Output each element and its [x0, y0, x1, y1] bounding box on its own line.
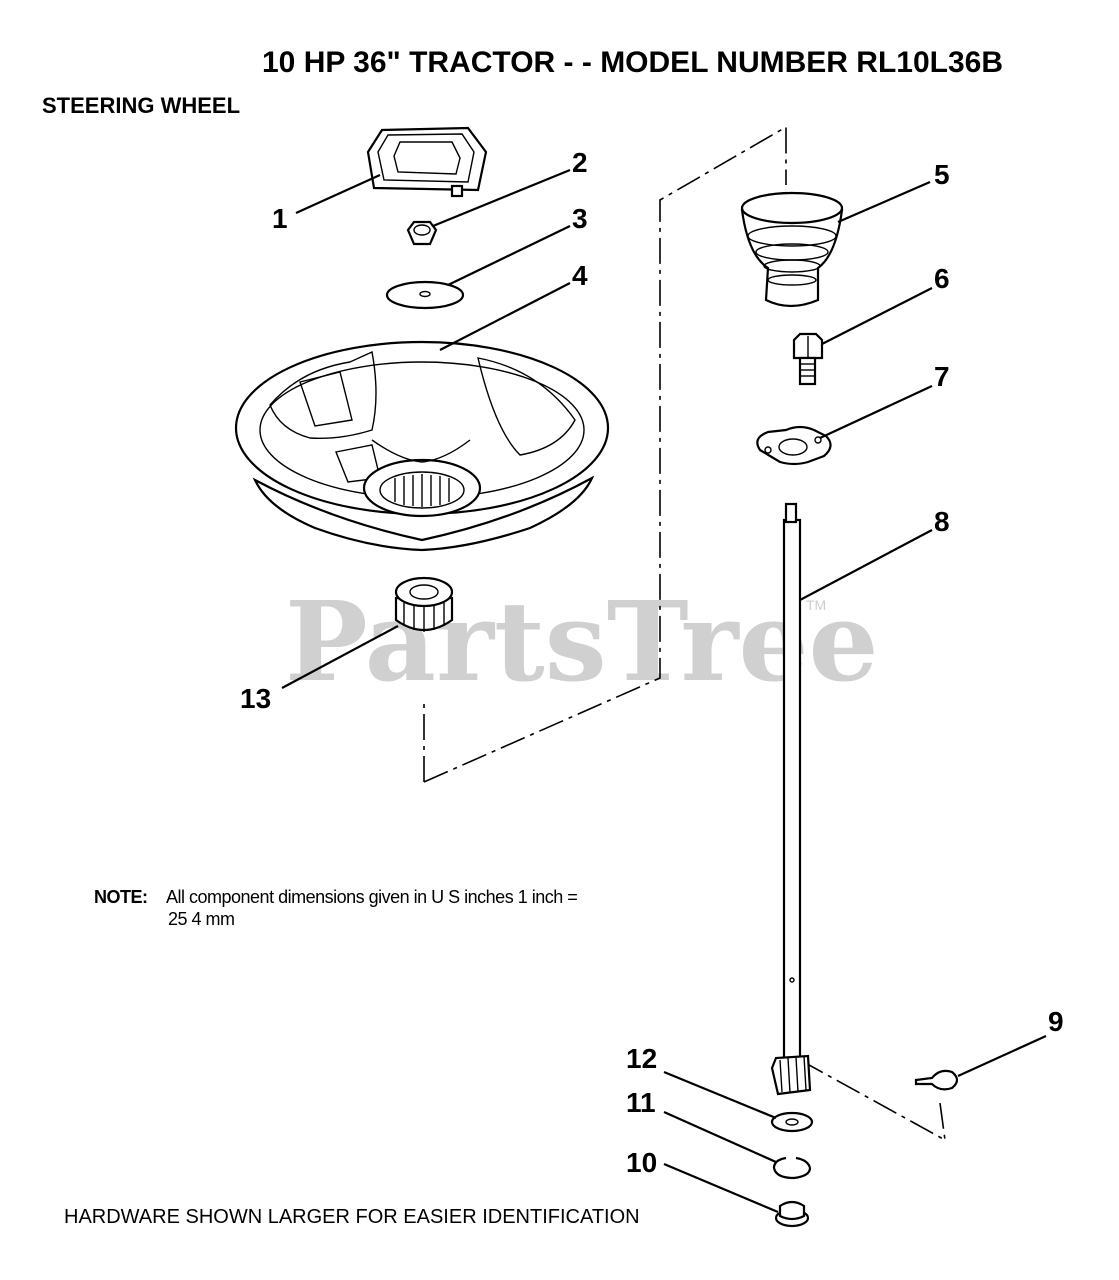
callout-9: 9: [1048, 1006, 1064, 1037]
callout-13: 13: [240, 683, 271, 714]
callout-4: 4: [572, 260, 588, 291]
steering-shaft-icon: [770, 502, 812, 1096]
steering-wheel-icon: [234, 340, 610, 552]
footer-text: HARDWARE SHOWN LARGER FOR EASIER IDENTIF…: [64, 1206, 640, 1228]
callout-8: 8: [934, 506, 950, 537]
callout-5: 5: [934, 159, 950, 190]
flange-bushing-icon: [756, 425, 832, 466]
callout-2: 2: [572, 147, 588, 178]
assembly-lines: [423, 125, 946, 1141]
washer-icon: [385, 280, 465, 310]
cap-nut-icon: [774, 1200, 810, 1228]
callout-11: 11: [626, 1087, 656, 1118]
hex-nut-icon: [406, 220, 438, 246]
splined-adapter-icon: [394, 576, 454, 632]
watermark: PartsTree: [285, 577, 879, 706]
hex-bolt-icon: [792, 332, 824, 386]
key-icon: [914, 1069, 959, 1091]
note-line-2: 25 4 mm: [168, 909, 235, 929]
pinion-gear-icon: [770, 1054, 812, 1096]
callout-1: 1: [272, 203, 288, 234]
snap-ring-icon: [772, 1156, 812, 1180]
callout-10: 10: [626, 1147, 657, 1178]
watermark-trademark: TM: [806, 597, 826, 613]
callout-7: 7: [934, 361, 950, 392]
callout-6: 6: [934, 263, 950, 294]
section-title: STEERING WHEEL: [42, 93, 240, 118]
callout-12: 12: [626, 1043, 657, 1074]
flat-washer-icon: [770, 1111, 814, 1133]
page-title: 10 HP 36" TRACTOR - - MODEL NUMBER RL10L…: [262, 46, 1003, 79]
note-label: NOTE:: [94, 887, 148, 907]
note-line-1: All component dimensions given in U S in…: [166, 887, 577, 907]
steering-boot-icon: [740, 191, 844, 308]
leader-lines: [281, 168, 1047, 1214]
steering-cap-icon: [366, 126, 488, 198]
callout-3: 3: [572, 203, 588, 234]
